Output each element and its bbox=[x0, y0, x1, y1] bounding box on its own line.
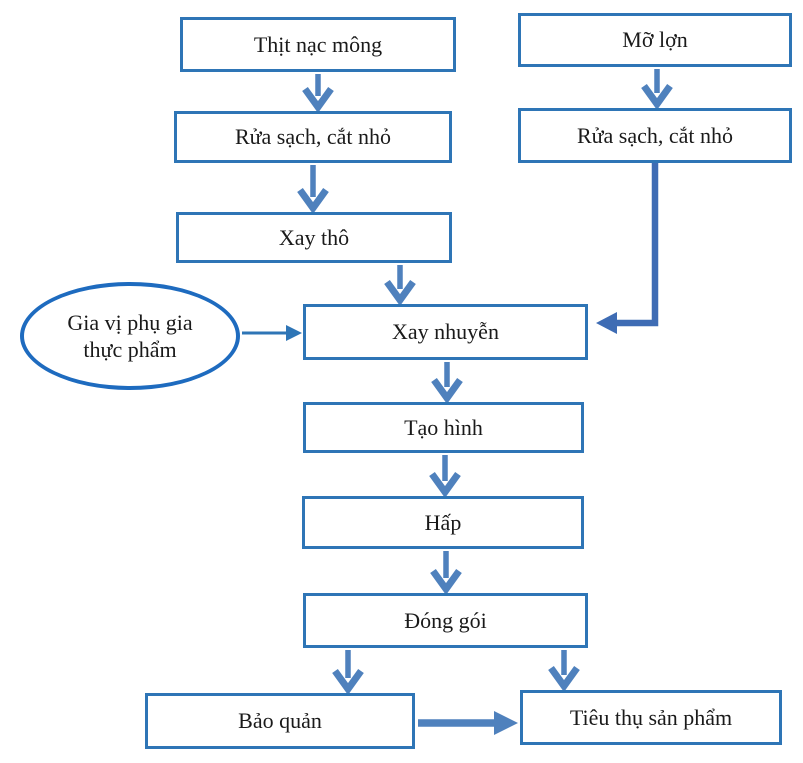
node-xay-nhuyen: Xay nhuyễn bbox=[303, 304, 588, 360]
node-tieu-thu-san-pham: Tiêu thụ sản phẩm bbox=[520, 690, 782, 745]
node-label: Hấp bbox=[424, 509, 462, 535]
node-rua-sach-cat-nho-right: Rửa sạch, cắt nhỏ bbox=[518, 108, 792, 163]
node-thit-nac-mong: Thịt nạc mông bbox=[180, 17, 456, 72]
node-tao-hinh: Tạo hình bbox=[303, 402, 584, 453]
node-label-line1: Gia vị phụ gia bbox=[67, 309, 193, 335]
node-label: Đóng gói bbox=[404, 607, 487, 633]
arrow-xaytho-to-xaynhuyen bbox=[384, 265, 416, 306]
arrow-donggoi-to-baoquan bbox=[332, 650, 364, 695]
arrow-xaynhuyen-to-taohinh bbox=[431, 362, 463, 404]
arrow-ruasach-to-xaytho bbox=[297, 165, 329, 214]
node-label: Bảo quản bbox=[238, 708, 322, 733]
arrow-donggoi-to-tieuthu bbox=[548, 650, 580, 692]
node-rua-sach-cat-nho-left: Rửa sạch, cắt nhỏ bbox=[174, 111, 452, 163]
node-label: Xay thô bbox=[278, 224, 350, 250]
node-mo-lon: Mỡ lợn bbox=[518, 13, 792, 67]
node-gia-vi-phu-gia: Gia vị phụ gia thực phẩm bbox=[20, 282, 240, 390]
node-bao-quan: Bảo quản bbox=[145, 693, 415, 749]
connector-ruasachphai-to-xaynhuyen bbox=[596, 163, 659, 334]
node-label: Rửa sạch, cắt nhỏ bbox=[234, 124, 392, 149]
arrow-taohinh-to-hap bbox=[429, 455, 461, 498]
node-label: Xay nhuyễn bbox=[392, 319, 499, 344]
arrow-hap-to-donggoi bbox=[430, 551, 462, 595]
node-label-line2: thực phẩm bbox=[83, 337, 177, 362]
node-label: Tạo hình bbox=[404, 414, 483, 440]
node-label: Thịt nạc mông bbox=[253, 31, 383, 57]
node-label: Mỡ lợn bbox=[622, 27, 688, 52]
node-dong-goi: Đóng gói bbox=[303, 593, 588, 648]
arrow-molon-to-ruasach bbox=[641, 69, 673, 110]
arrow-giavi-to-xaynhuyen bbox=[242, 325, 302, 341]
node-hap: Hấp bbox=[302, 496, 584, 549]
node-label: Tiêu thụ sản phẩm bbox=[569, 704, 733, 730]
arrow-baoquan-to-tieuthu bbox=[418, 711, 518, 735]
node-label: Rửa sạch, cắt nhỏ bbox=[576, 122, 734, 148]
node-xay-tho: Xay thô bbox=[176, 212, 452, 263]
arrow-thit-to-ruasach bbox=[302, 74, 334, 113]
